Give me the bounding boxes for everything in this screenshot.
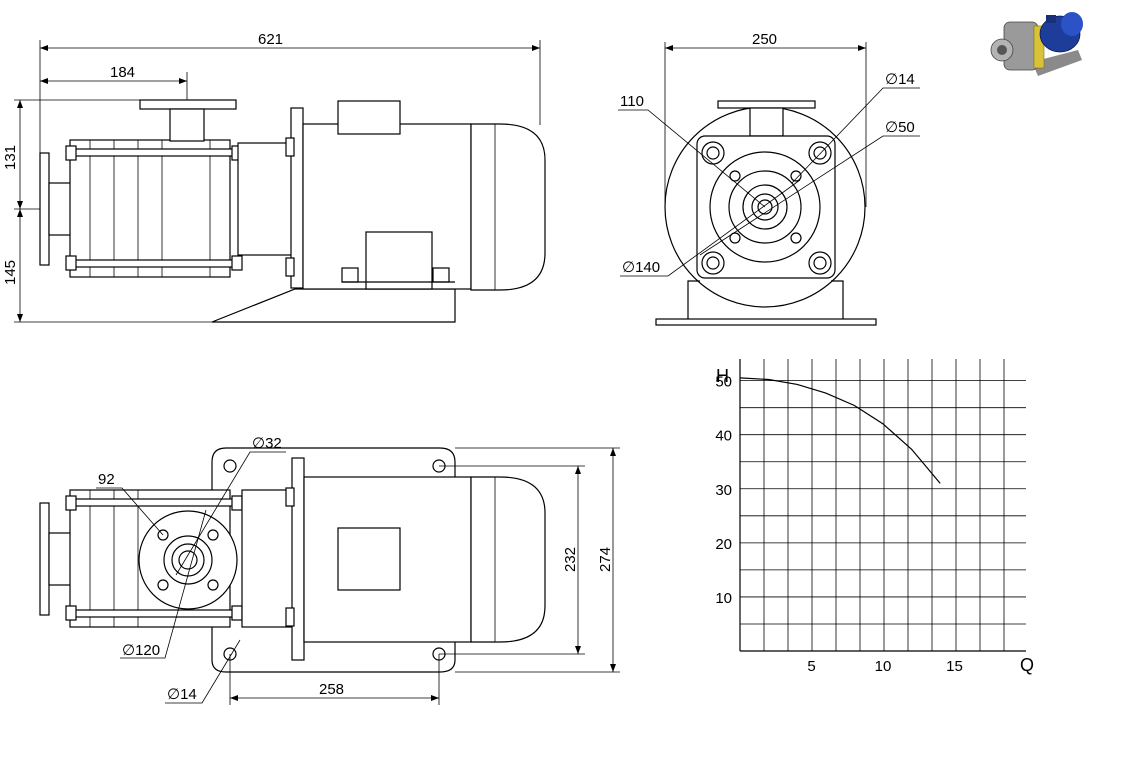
tie-rod-top [69,498,239,507]
chart-y-tick-label: 30 [715,482,732,499]
flange-hole [207,529,219,541]
dim-d14-top: ∅14 [167,686,197,703]
chart-ticks: 10 20 30 40 50 5 10 15 [715,374,963,675]
dim-overall-length: 621 [258,31,283,48]
bolt-hole [790,170,802,182]
chart-y-tick-label: 20 [715,536,732,553]
chart-series-line [739,377,941,484]
front-view: 621 184 131 145 [2,31,546,323]
terminal-box [337,100,401,135]
dim-d50: ∅50 [885,119,915,136]
pump-3d-render-icon [990,12,1083,76]
lantern [241,489,295,628]
tie-rod-top [69,148,239,157]
chart-y-tick-label: 10 [715,590,732,607]
base-plate [655,318,877,326]
outlet-neck [749,107,784,137]
lantern [237,142,294,256]
dim-d14-side: ∅14 [885,71,915,88]
dim-upper-height: 131 [2,145,19,170]
dim-110: 110 [620,93,644,110]
chart-y-tick-label: 50 [715,374,732,391]
flange-hole [157,579,169,591]
chart-x-tick-label: 10 [875,658,892,675]
mount-hole [223,459,237,473]
dim-258: 258 [319,681,344,698]
outlet-neck [169,108,205,142]
chart-x-tick-label: 15 [946,658,963,675]
inlet-flange [39,152,50,266]
fan-cover [470,476,546,643]
dim-274: 274 [597,547,614,572]
mount-foot [341,267,359,283]
tie-rod-bottom [69,609,239,618]
dim-232: 232 [562,547,579,572]
motor-body [303,476,472,643]
chart-x-label: Q [1020,655,1034,675]
nut [231,255,243,271]
chart-y-tick-label: 40 [715,428,732,445]
outlet-flange [139,99,237,110]
dim-d32: ∅32 [252,435,282,452]
performance-chart: H Q 10 20 30 40 50 5 10 15 [715,359,1034,675]
mount-foot [432,267,450,283]
dim-inlet-offset: 184 [110,64,135,81]
bolt-head [285,137,295,157]
chart-grid [740,359,1026,651]
side-view: 250 110 ∅14 ∅50 ∅140 [618,31,920,326]
motor-foot [365,231,433,290]
pump-stages [69,139,231,278]
dim-d140: ∅140 [622,259,660,276]
chart-y-label: H [716,366,729,386]
bolt-hole [729,170,741,182]
fan-cover [470,123,546,291]
dim-lower-height: 145 [2,260,19,285]
flange-hole [207,579,219,591]
nut [65,255,77,271]
dim-d120: ∅120 [122,642,160,659]
outlet-flange [717,100,816,109]
tie-rod-bottom [69,259,239,268]
chart-x-tick-label: 5 [807,658,815,675]
inlet-flange [39,502,50,616]
bolt-head [285,257,295,277]
bolt-hole [729,232,741,244]
dim-width: 250 [752,31,777,48]
bolt-hole [790,232,802,244]
inlet-neck [48,182,74,236]
nut [65,145,77,161]
terminal-box [337,527,401,591]
top-view: 258 232 274 ∅32 92 ∅120 ∅14 [39,435,620,705]
dim-92: 92 [98,471,115,488]
base-plate [211,288,456,323]
